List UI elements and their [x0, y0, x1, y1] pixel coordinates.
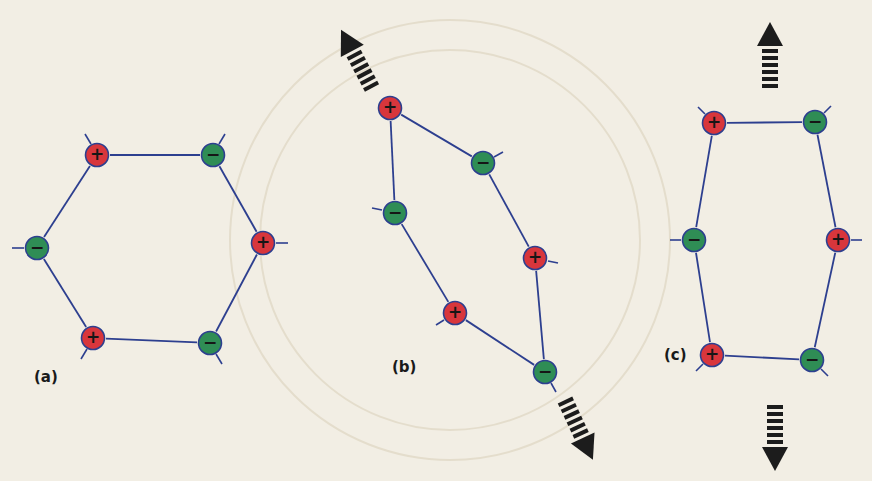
charge-sign: +: [522, 245, 548, 271]
charge-circle: −: [532, 359, 558, 385]
charge-circle: −: [200, 142, 226, 168]
bond-stubs: [12, 106, 862, 392]
charge-sign: +: [701, 110, 727, 136]
bond-line: [696, 253, 710, 342]
bond-line: [402, 224, 449, 302]
charge-circle: +: [701, 110, 727, 136]
charge-sign: −: [200, 142, 226, 168]
bond-line: [817, 135, 835, 227]
bond-line: [44, 166, 90, 237]
bond-line: [391, 121, 395, 200]
charge-circle: −: [681, 227, 707, 253]
charge-sign: +: [84, 142, 110, 168]
bond-line: [696, 136, 712, 227]
charge-sign: −: [681, 227, 707, 253]
charge-sign: −: [532, 359, 558, 385]
charge-sign: −: [470, 150, 496, 176]
bond-line: [219, 166, 256, 231]
charge-sign: −: [802, 109, 828, 135]
bond-line: [727, 121, 802, 124]
charge-circle: +: [442, 300, 468, 326]
charge-sign: −: [24, 235, 50, 261]
charge-circle: +: [80, 325, 106, 351]
bond-line: [466, 320, 534, 365]
charge-circle: +: [699, 342, 725, 368]
charge-circle: +: [522, 245, 548, 271]
charge-sign: −: [799, 347, 825, 373]
bond-line: [44, 259, 86, 327]
panel-label: (a): [34, 368, 58, 386]
charge-circle: −: [197, 330, 223, 356]
charge-circle: −: [799, 347, 825, 373]
charge-circle: +: [84, 142, 110, 168]
panel-label: (b): [392, 358, 416, 376]
charge-circle: +: [250, 230, 276, 256]
charge-circle: +: [825, 227, 851, 253]
bond-line: [216, 254, 257, 331]
bond-line: [401, 115, 472, 157]
charge-sign: +: [825, 227, 851, 253]
charge-sign: +: [442, 300, 468, 326]
charge-circle: −: [470, 150, 496, 176]
charge-sign: +: [377, 95, 403, 121]
charge-sign: +: [80, 325, 106, 351]
watermark: [230, 20, 670, 460]
panel-label: (c): [664, 346, 687, 364]
charge-circle: −: [802, 109, 828, 135]
force-arrows: [330, 22, 788, 471]
bond-line: [536, 271, 544, 359]
charge-circle: −: [382, 200, 408, 226]
charge-sign: −: [382, 200, 408, 226]
charge-circle: −: [24, 235, 50, 261]
charge-sign: −: [197, 330, 223, 356]
charge-sign: +: [250, 230, 276, 256]
bond-line: [489, 174, 529, 246]
bond-line: [725, 356, 799, 360]
bond-line: [106, 339, 197, 343]
charge-sign: +: [699, 342, 725, 368]
charge-circle: +: [377, 95, 403, 121]
bond-line: [815, 253, 835, 348]
bond-line: [110, 154, 200, 156]
